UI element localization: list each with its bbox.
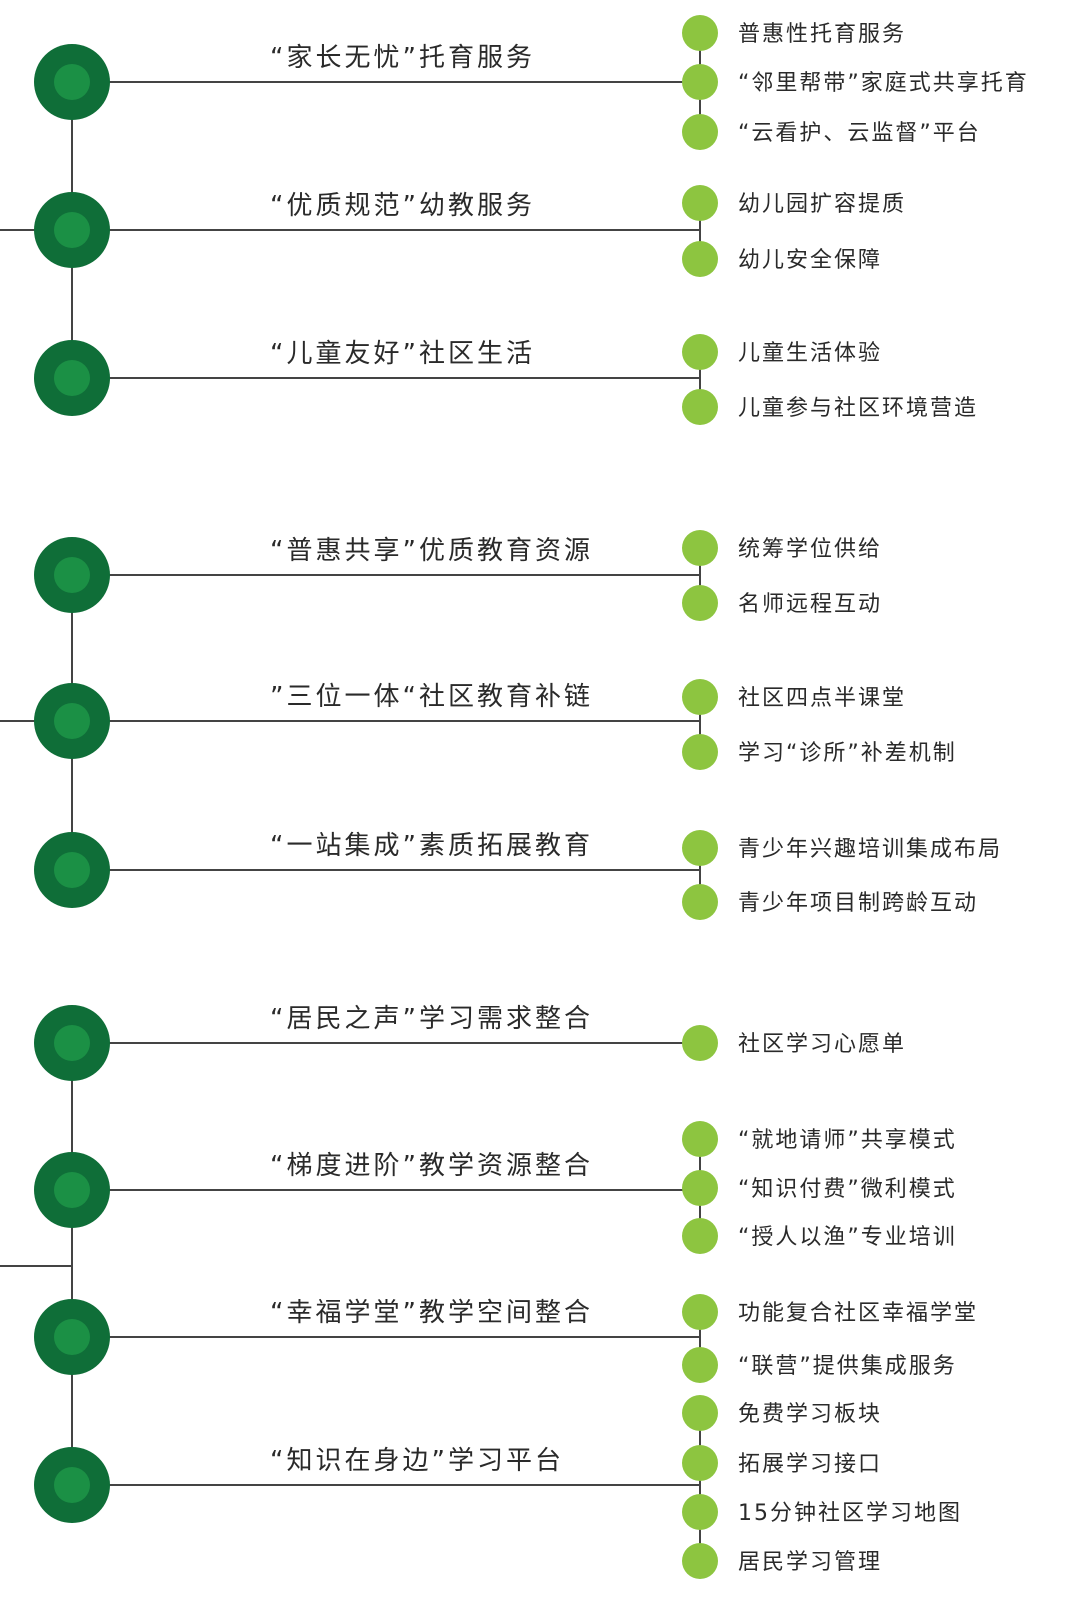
node-inner-circle <box>54 852 90 888</box>
group-title: ”三位一体“社区教育补链 <box>270 682 593 712</box>
leaf-item: “就地请师”共享模式 <box>738 1128 957 1153</box>
leaf-item: “联营”提供集成服务 <box>738 1354 957 1379</box>
leaf-dot <box>682 1121 718 1157</box>
leaf-item: 青少年兴趣培训集成布局 <box>738 837 1002 862</box>
leaf-item: 社区四点半课堂 <box>738 686 906 711</box>
leaf-item: 青少年项目制跨龄互动 <box>738 891 978 916</box>
node-inner-circle <box>54 1319 90 1355</box>
leaf-item: 儿童参与社区环境营造 <box>738 396 978 421</box>
leaf-dot <box>682 1494 718 1530</box>
group-title: “一站集成”素质拓展教育 <box>270 831 593 861</box>
leaf-item: “知识付费”微利模式 <box>738 1177 957 1202</box>
leaf-dot <box>682 185 718 221</box>
leaf-dot <box>682 389 718 425</box>
leaf-item: 名师远程互动 <box>738 592 882 617</box>
leaf-dot <box>682 64 718 100</box>
group-title: “梯度进阶”教学资源整合 <box>270 1151 593 1181</box>
group-title: “儿童友好”社区生活 <box>270 339 535 369</box>
leaf-item: 居民学习管理 <box>738 1550 882 1575</box>
node-inner-circle <box>54 64 90 100</box>
leaf-item: 幼儿安全保障 <box>738 248 882 273</box>
group-title: “居民之声”学习需求整合 <box>270 1004 593 1034</box>
leaf-dot <box>682 334 718 370</box>
node-inner-circle <box>54 1025 90 1061</box>
node-inner-circle <box>54 1172 90 1208</box>
leaf-dot <box>682 1218 718 1254</box>
leaf-item: “云看护、云监督”平台 <box>738 121 981 146</box>
leaf-item: 功能复合社区幸福学堂 <box>738 1301 978 1326</box>
leaf-dot <box>682 1347 718 1383</box>
leaf-item: 幼儿园扩容提质 <box>738 192 906 217</box>
leaf-dot <box>682 1170 718 1206</box>
leaf-dot <box>682 679 718 715</box>
leaf-dot <box>682 530 718 566</box>
leaf-item: 普惠性托育服务 <box>738 22 906 47</box>
leaf-dot <box>682 1543 718 1579</box>
leaf-item: 学习“诊所”补差机制 <box>738 741 957 766</box>
leaf-dot <box>682 830 718 866</box>
leaf-dot <box>682 1395 718 1431</box>
group-title: “幸福学堂”教学空间整合 <box>270 1298 593 1328</box>
node-inner-circle <box>54 1467 90 1503</box>
leaf-dot <box>682 241 718 277</box>
leaf-dot <box>682 585 718 621</box>
group-title: “普惠共享”优质教育资源 <box>270 536 593 566</box>
leaf-dot <box>682 1025 718 1061</box>
node-inner-circle <box>54 557 90 593</box>
leaf-item: “邻里帮带”家庭式共享托育 <box>738 71 1029 96</box>
leaf-dot <box>682 114 718 150</box>
leaf-item: 统筹学位供给 <box>738 537 882 562</box>
leaf-dot <box>682 884 718 920</box>
group-title: “知识在身边”学习平台 <box>270 1446 564 1476</box>
leaf-item: 社区学习心愿单 <box>738 1032 906 1057</box>
group-title: “家长无忧”托育服务 <box>270 43 535 73</box>
leaf-dot <box>682 1445 718 1481</box>
node-inner-circle <box>54 360 90 396</box>
leaf-item: 免费学习板块 <box>738 1402 882 1427</box>
node-inner-circle <box>54 212 90 248</box>
leaf-dot <box>682 1294 718 1330</box>
leaf-item: “授人以渔”专业培训 <box>738 1225 957 1250</box>
leaf-item: 15分钟社区学习地图 <box>738 1501 962 1526</box>
leaf-dot <box>682 734 718 770</box>
node-inner-circle <box>54 703 90 739</box>
leaf-item: 拓展学习接口 <box>738 1452 882 1477</box>
leaf-item: 儿童生活体验 <box>738 341 882 366</box>
group-title: “优质规范”幼教服务 <box>270 191 535 221</box>
leaf-dot <box>682 15 718 51</box>
